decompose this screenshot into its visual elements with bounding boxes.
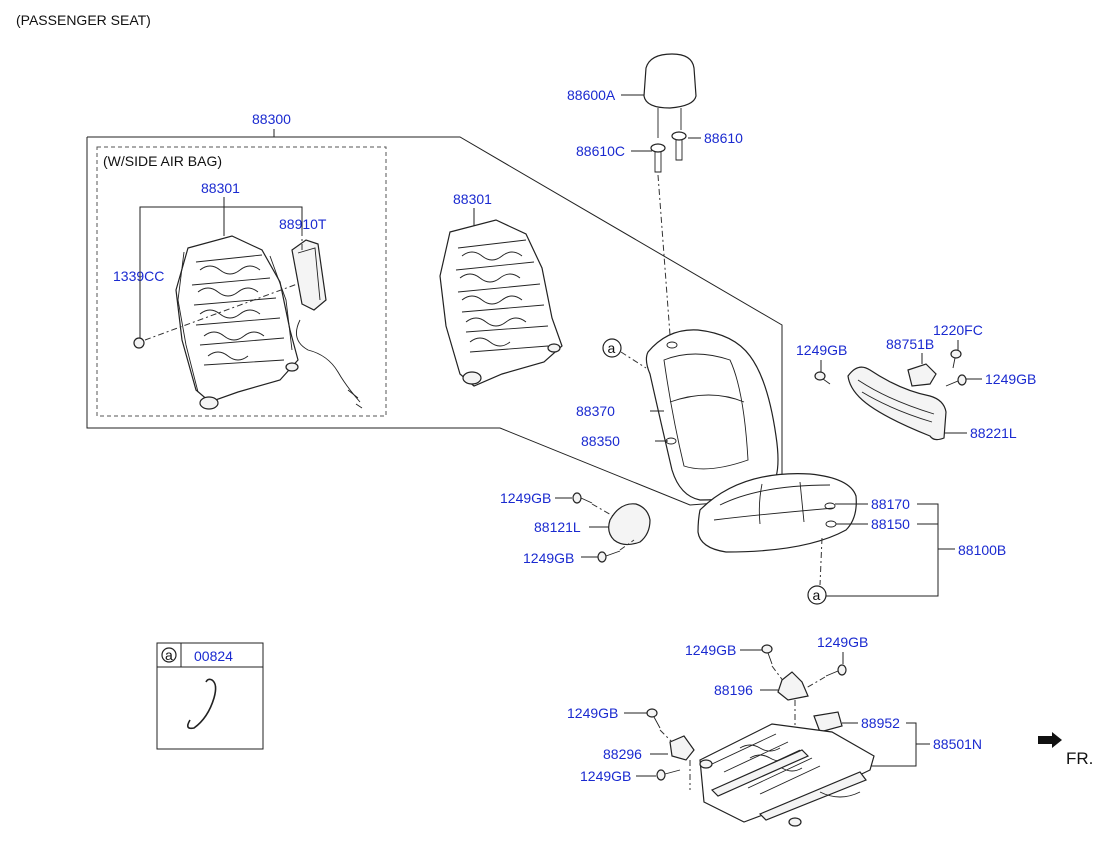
- headrest-guide-88610C: [650, 143, 666, 173]
- callout-a-cushion-text: a: [813, 587, 821, 603]
- label-88350[interactable]: 88350: [581, 433, 620, 449]
- label-88610C[interactable]: 88610C: [576, 143, 625, 159]
- label-1220FC[interactable]: 1220FC: [933, 322, 983, 338]
- label-88501N[interactable]: 88501N: [933, 736, 982, 752]
- front-direction-label: FR.: [1066, 749, 1093, 768]
- nut-1339CC: [133, 337, 145, 349]
- label-88150[interactable]: 88150: [871, 516, 910, 532]
- side-airbag-option-label: (W/SIDE AIR BAG): [103, 153, 222, 169]
- label-88751B[interactable]: 88751B: [886, 336, 934, 352]
- label-1249GB-track-left[interactable]: 1249GB: [567, 705, 618, 721]
- label-88600A[interactable]: 88600A: [567, 87, 616, 103]
- side-airbag-option-box: [96, 146, 387, 417]
- legend-marker-text: a: [165, 647, 173, 663]
- legend-marker: [161, 647, 177, 663]
- legend-part-number[interactable]: 00824: [194, 648, 233, 664]
- label-88301-left[interactable]: 88301: [201, 180, 240, 196]
- seat-back-frame-left: [175, 235, 299, 410]
- headrest: [643, 53, 697, 138]
- label-88100B[interactable]: 88100B: [958, 542, 1006, 558]
- bolt-1249GB-track-bottom: [656, 769, 681, 781]
- bolt-1249GB-track-top-right: [825, 664, 847, 677]
- bracket-88296: [669, 735, 695, 761]
- headrest-guide-88610: [671, 131, 687, 161]
- seat-track-assembly-88501N: [699, 723, 875, 827]
- diagram-title: (PASSENGER SEAT): [16, 12, 151, 28]
- label-88952[interactable]: 88952: [861, 715, 900, 731]
- clip-00824: [186, 678, 217, 730]
- label-88370[interactable]: 88370: [576, 403, 615, 419]
- bolt-1249GB-shield-left: [814, 371, 831, 385]
- callout-a-back-text: a: [608, 340, 616, 356]
- seat-back-frame-right: [439, 219, 563, 387]
- label-88221L[interactable]: 88221L: [970, 425, 1017, 441]
- bolt-1249GB-track-left: [646, 708, 661, 729]
- label-1249GB-shield-right[interactable]: 1249GB: [985, 371, 1036, 387]
- seat-cushion-shield-88121L: [608, 503, 651, 546]
- seat-back-cushion: [645, 329, 779, 501]
- label-88196[interactable]: 88196: [714, 682, 753, 698]
- seat-cushion: [697, 473, 857, 553]
- label-88300[interactable]: 88300: [252, 111, 291, 127]
- bolt-1249GB-cushion-bottom: [597, 550, 621, 563]
- label-88910T[interactable]: 88910T: [279, 216, 327, 232]
- label-1339CC[interactable]: 1339CC: [113, 268, 164, 284]
- label-1249GB-cushion-bottom[interactable]: 1249GB: [523, 550, 574, 566]
- legend-box: [156, 642, 264, 750]
- cover-88952: [813, 711, 843, 733]
- bolt-1249GB-cushion-top: [572, 492, 593, 504]
- label-88121L[interactable]: 88121L: [534, 519, 581, 535]
- label-88170[interactable]: 88170: [871, 496, 910, 512]
- bolt-1249GB-track-top-left: [761, 644, 773, 665]
- cover-88751B: [907, 363, 937, 387]
- side-airbag-module: [291, 239, 363, 409]
- label-1249GB-cushion-top[interactable]: 1249GB: [500, 490, 551, 506]
- label-88301-right[interactable]: 88301: [453, 191, 492, 207]
- callout-a-cushion[interactable]: [807, 585, 827, 605]
- bolt-1249GB-shield-right: [945, 374, 967, 387]
- callout-a-back[interactable]: [602, 338, 622, 358]
- side-shield-88221L: [847, 366, 947, 441]
- label-88610[interactable]: 88610: [704, 130, 743, 146]
- front-direction-arrow-icon: [1038, 732, 1062, 748]
- label-1249GB-track-top-right[interactable]: 1249GB: [817, 634, 868, 650]
- label-1249GB-track-top-left[interactable]: 1249GB: [685, 642, 736, 658]
- screw-1220FC: [950, 349, 962, 369]
- bracket-88196: [777, 671, 809, 701]
- label-1249GB-track-bottom[interactable]: 1249GB: [580, 768, 631, 784]
- label-88296[interactable]: 88296: [603, 746, 642, 762]
- label-1249GB-shield-left[interactable]: 1249GB: [796, 342, 847, 358]
